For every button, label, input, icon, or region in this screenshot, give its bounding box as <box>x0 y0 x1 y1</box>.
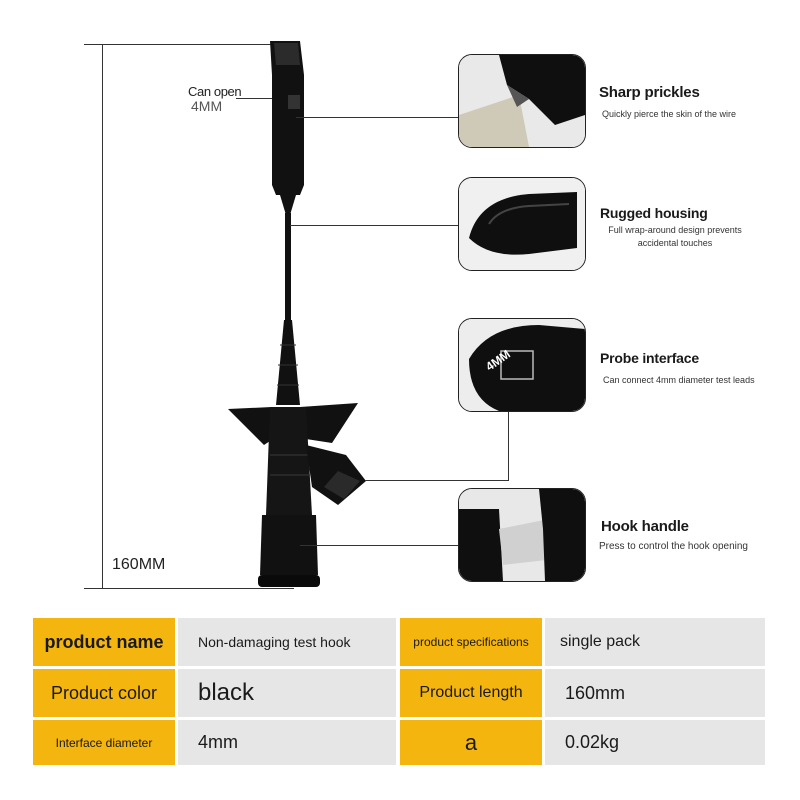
hook-handle-closeup-icon <box>458 488 586 582</box>
opening-dimension-label: 4MM <box>191 98 223 114</box>
feature-title-housing: Rugged housing <box>600 205 708 221</box>
test-hook-product-image <box>228 41 366 587</box>
callout-line-housing <box>290 225 458 226</box>
callout-line-prickles <box>296 117 458 118</box>
spec-label-product-length: Product length <box>400 669 542 717</box>
spec-value-interface-diameter: 4mm <box>178 720 396 765</box>
spec-value-product-length: 160mm <box>545 669 765 717</box>
feature-title-hook: Hook handle <box>601 518 689 535</box>
spec-label-weight: a <box>400 720 542 765</box>
opening-caption: Can open <box>188 84 242 99</box>
callout-line-hook <box>300 545 458 546</box>
spec-label-product-name: product name <box>33 618 175 666</box>
spec-value-weight: 0.02kg <box>545 720 765 765</box>
top-dimension-line <box>84 44 294 45</box>
spec-label-product-spec: product specifications <box>400 618 542 666</box>
probe-socket-closeup-icon: 4MM <box>458 318 586 412</box>
opening-pointer-line <box>236 98 292 99</box>
spec-value-product-name: Non-damaging test hook <box>178 618 396 666</box>
feature-desc-hook: Press to control the hook opening <box>599 541 748 552</box>
spec-value-product-spec: single pack <box>545 618 765 666</box>
bottom-dimension-line <box>84 588 294 589</box>
feature-desc-prickles: Quickly pierce the skin of the wire <box>602 109 737 119</box>
housing-closeup-icon <box>458 177 586 271</box>
spec-value-product-color: black <box>178 669 396 717</box>
feature-title-prickles: Sharp prickles <box>599 84 700 101</box>
length-dimension-label: 160MM <box>112 556 166 573</box>
spec-label-product-color: Product color <box>33 669 175 717</box>
vertical-dimension-line <box>102 44 103 589</box>
callout-line-probe-h <box>365 480 509 481</box>
callout-line-probe-v <box>508 410 509 480</box>
feature-title-probe: Probe interface <box>600 350 699 366</box>
spec-label-interface-diameter: Interface diameter <box>33 720 175 765</box>
feature-desc-probe: Can connect 4mm diameter test leads <box>603 375 755 385</box>
feature-desc-housing: Full wrap-around design prevents acciden… <box>608 225 742 248</box>
prickle-tip-closeup-icon <box>458 54 586 148</box>
